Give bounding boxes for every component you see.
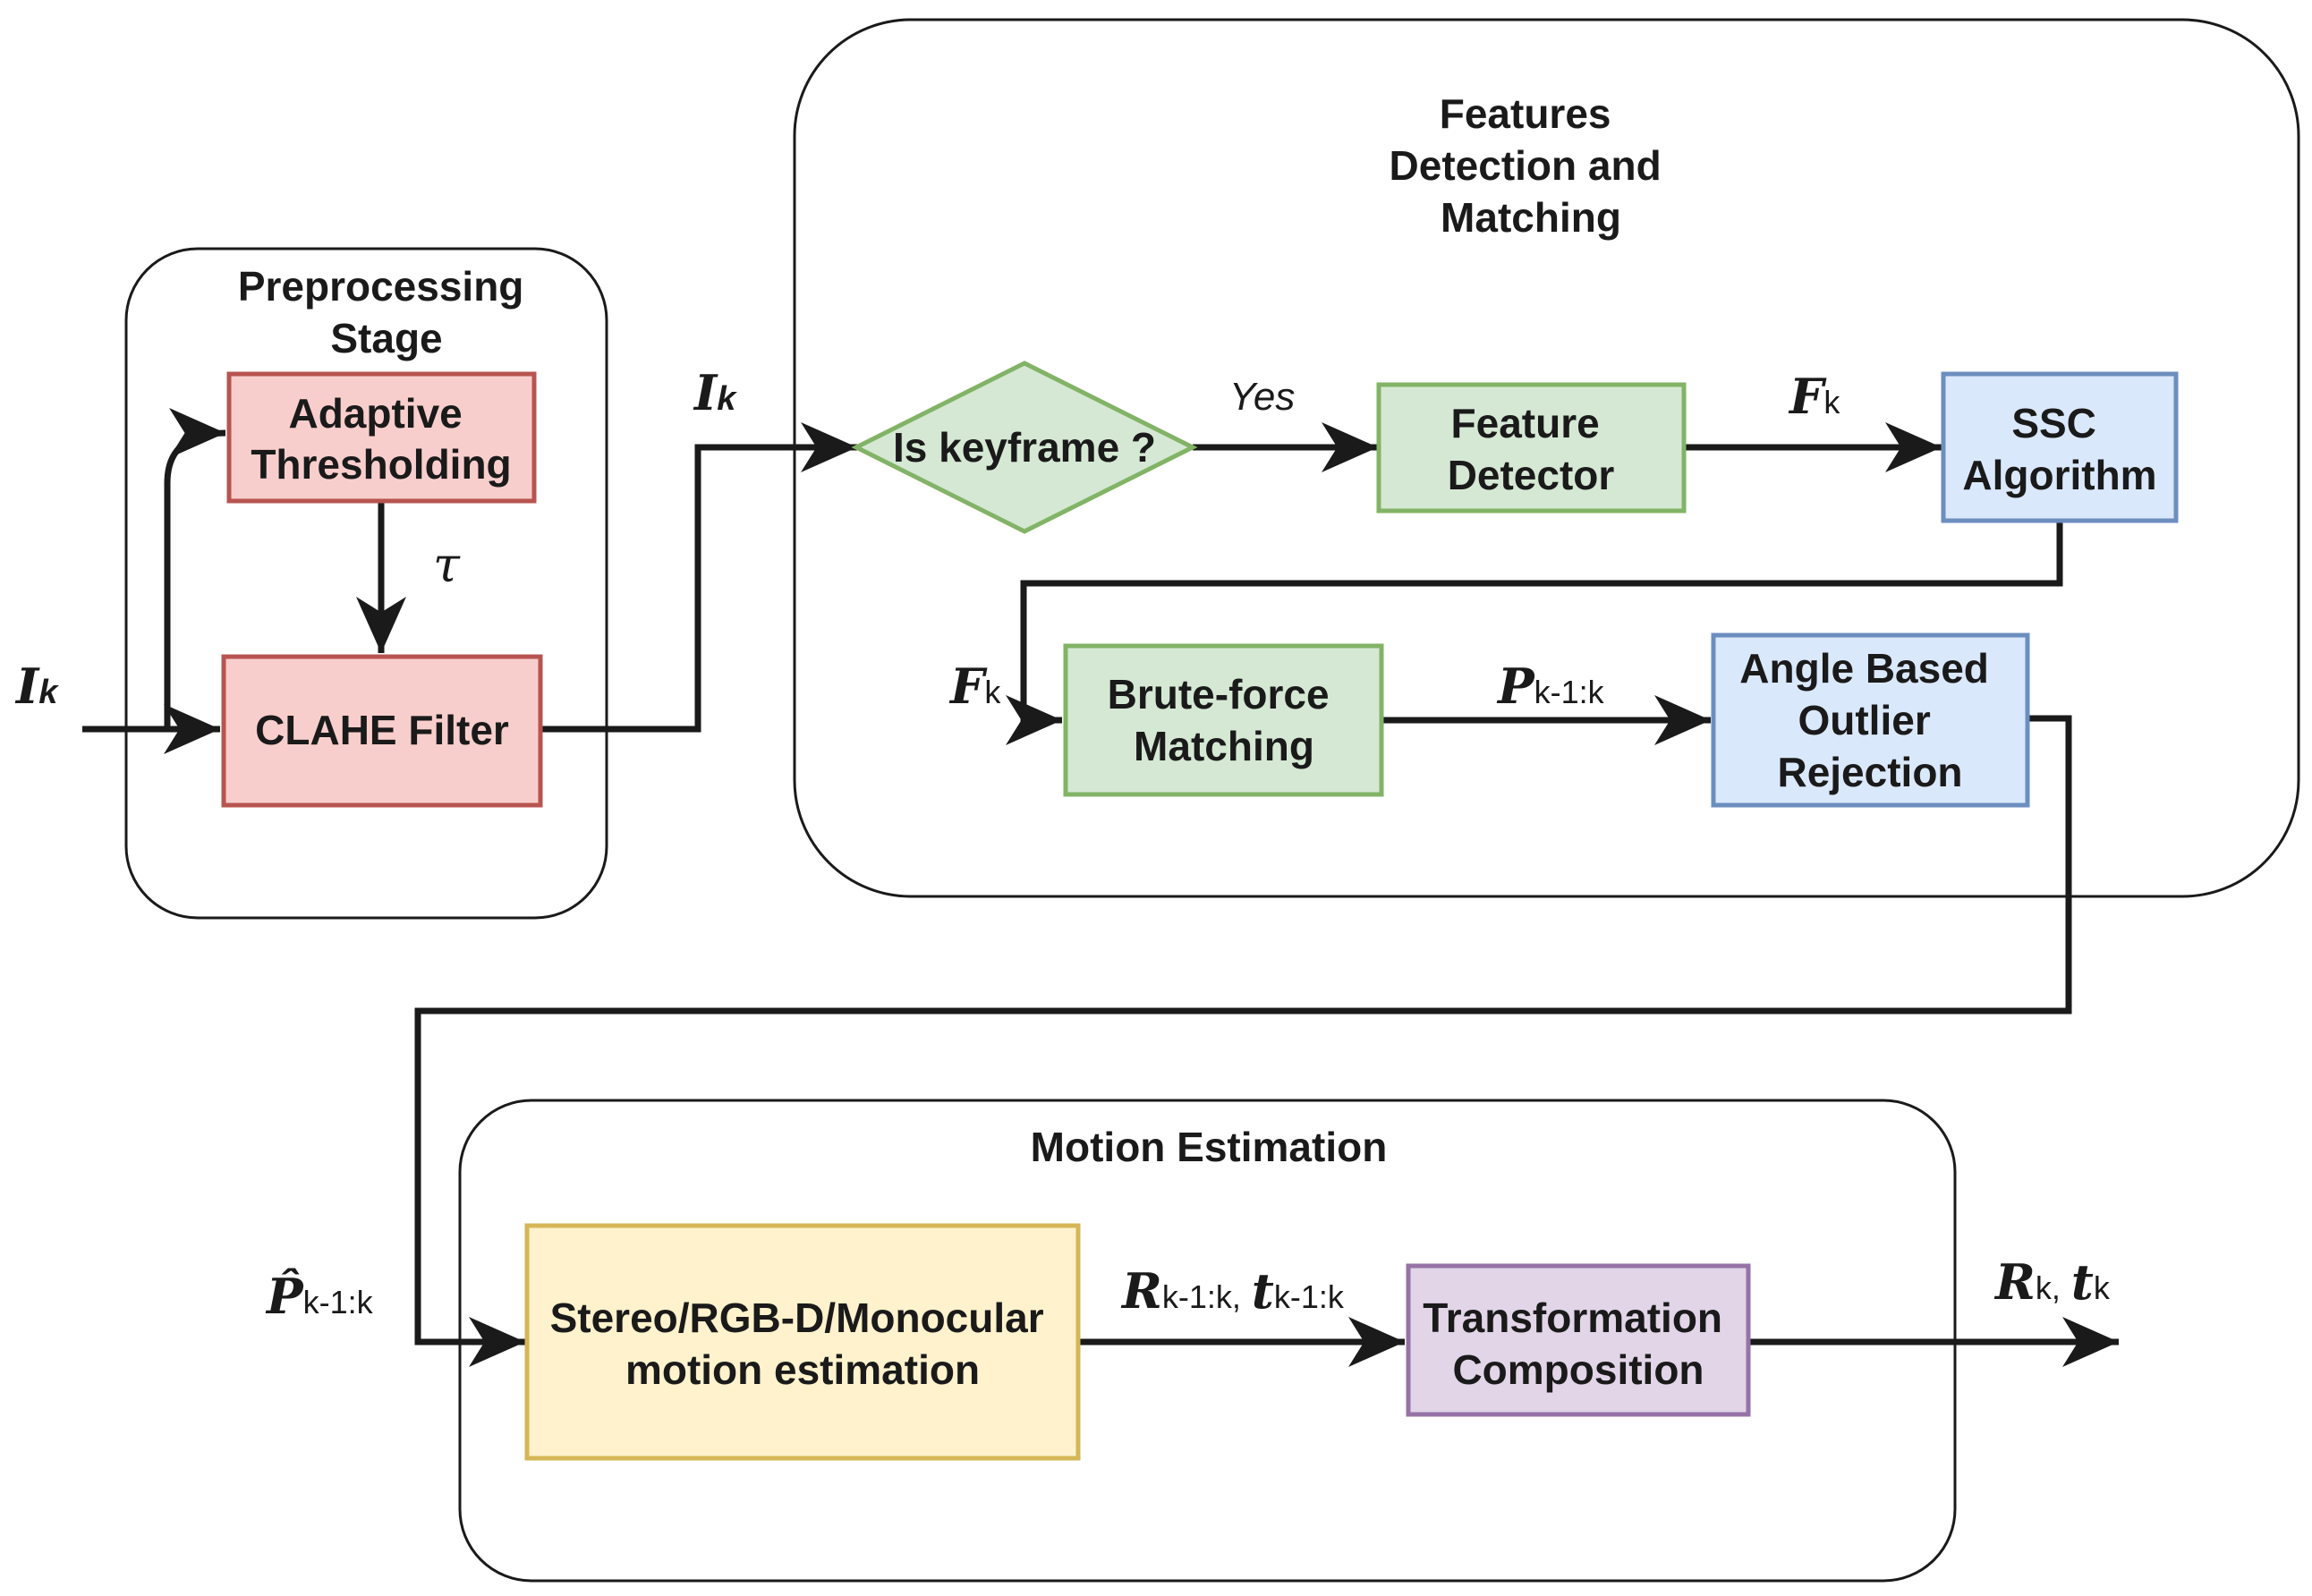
angle-outlier-line2: Outlier	[1798, 697, 1930, 743]
brute-force-label: Brute-force Matching	[1108, 671, 1341, 769]
label-rt-mid-sub1: k-1:k,	[1162, 1278, 1241, 1315]
motion-estimation-box	[524, 1223, 1081, 1461]
label-fk-left-sym: F	[948, 658, 988, 715]
feature-detector-label: Feature Detector	[1448, 400, 1615, 498]
label-rt-mid-sub2: k-1:k	[1274, 1278, 1345, 1315]
angle-outlier-label: Angle Based Outlier Rejection	[1739, 645, 2000, 795]
ssc-algorithm-label: SSC Algorithm	[1962, 400, 2156, 498]
feature-detector-node: Feature Detector	[1376, 382, 1687, 514]
motion-estimation-line2: motion estimation	[625, 1346, 980, 1393]
preprocessing-title-line1: Preprocessing	[238, 263, 524, 310]
label-p-hat: P̂k-1:k	[265, 1268, 374, 1325]
label-fk-left: Fk	[948, 658, 1001, 715]
transformation-line2: Composition	[1452, 1346, 1704, 1393]
label-p-hat-sub: k-1:k	[303, 1284, 374, 1320]
label-ik-out-sub: k	[717, 380, 737, 418]
label-rt-out-sub1: k,	[2036, 1269, 2061, 1306]
adaptive-thresholding-box	[226, 371, 537, 504]
features-title-line1: Features	[1440, 90, 1611, 137]
transformation-box	[1406, 1263, 1751, 1417]
label-fk-left-sub: k	[984, 674, 1001, 710]
brute-force-node: Brute-force Matching	[1063, 643, 1384, 797]
label-tau: τ	[433, 537, 461, 593]
label-ik-out-sym: I	[693, 364, 718, 421]
label-ik-out: Ik	[693, 364, 737, 421]
angle-outlier-box	[1711, 632, 2030, 808]
label-rt-out-sym1: R	[1993, 1253, 2036, 1311]
edge-clahe-keyframe	[540, 422, 857, 733]
features-title: Features Detection and Matching	[1390, 90, 1673, 241]
motion-title: Motion Estimation	[1031, 1124, 1388, 1170]
transformation-node: Transformation Composition	[1406, 1263, 1751, 1417]
label-fk-top: Fk	[1788, 368, 1840, 425]
label-rt-mid-sym1: R	[1120, 1262, 1162, 1320]
label-yes: Yes	[1229, 375, 1295, 419]
feature-detector-line2: Detector	[1448, 452, 1615, 498]
adaptive-thresholding-label: Adaptive Thresholding	[251, 390, 511, 488]
features-title-line2: Detection and	[1390, 142, 1662, 189]
adaptive-thresholding-line2: Thresholding	[251, 441, 511, 488]
motion-estimation-node: Stereo/RGB-D/Monocular motion estimation	[524, 1223, 1081, 1461]
motion-estimation-label: Stereo/RGB-D/Monocular motion estimation	[550, 1295, 1056, 1393]
label-fk-top-sub: k	[1823, 384, 1840, 420]
ssc-algorithm-node: SSC Algorithm	[1941, 371, 2179, 523]
label-rt-out: Rk, tk	[1993, 1253, 2111, 1311]
label-rt-mid-sym2: t	[1252, 1262, 1274, 1320]
ssc-algorithm-box	[1941, 371, 2179, 523]
label-p-match-sub: k-1:k	[1534, 674, 1605, 710]
brute-force-line1: Brute-force	[1108, 671, 1330, 717]
clahe-filter-label: CLAHE Filter	[255, 707, 509, 753]
adaptive-thresholding-node: Adaptive Thresholding	[226, 371, 537, 504]
clahe-filter-box	[221, 654, 543, 808]
edge-input-adaptive	[164, 408, 226, 729]
preprocessing-title-line2: Stage	[330, 315, 442, 361]
ssc-algorithm-line2: Algorithm	[1962, 452, 2156, 498]
feature-detector-box	[1376, 382, 1687, 514]
preprocessing-title: Preprocessing Stage	[238, 263, 535, 361]
clahe-filter-node: CLAHE Filter	[221, 654, 543, 808]
label-input-ik-sym: I	[14, 658, 40, 715]
adaptive-thresholding-line1: Adaptive	[288, 390, 462, 437]
label-rt-out-sym2: t	[2071, 1253, 2094, 1311]
angle-outlier-line1: Angle Based	[1739, 645, 1989, 692]
brute-force-line2: Matching	[1134, 723, 1314, 769]
transformation-line1: Transformation	[1423, 1295, 1722, 1341]
feature-detector-line1: Feature	[1451, 400, 1600, 446]
label-input-ik-sub: k	[38, 674, 59, 711]
edge-ssc-bruteforce	[1006, 522, 2063, 745]
angle-outlier-node: Angle Based Outlier Rejection	[1711, 632, 2030, 808]
is-keyframe-label: Is keyframe ?	[893, 424, 1156, 471]
label-p-match-sym: P	[1496, 658, 1535, 715]
edge-angle-motion	[414, 715, 2072, 1367]
label-fk-top-sym: F	[1788, 368, 1827, 425]
label-p-match: Pk-1:k	[1496, 658, 1605, 715]
label-p-hat-sym: P̂	[265, 1268, 304, 1325]
label-input-ik: Ik	[14, 658, 59, 715]
features-title-line3: Matching	[1441, 194, 1621, 241]
motion-estimation-line1: Stereo/RGB-D/Monocular	[550, 1295, 1044, 1341]
ssc-algorithm-line1: SSC	[2011, 400, 2096, 446]
angle-outlier-line3: Rejection	[1777, 749, 1962, 795]
brute-force-box	[1063, 643, 1384, 797]
is-keyframe-node: Is keyframe ?	[851, 361, 1198, 534]
transformation-label: Transformation Composition	[1423, 1295, 1734, 1393]
label-rt-mid: Rk-1:k, tk-1:k	[1120, 1262, 1345, 1320]
label-rt-out-sub2: k	[2094, 1269, 2111, 1306]
is-keyframe-diamond	[851, 361, 1198, 534]
